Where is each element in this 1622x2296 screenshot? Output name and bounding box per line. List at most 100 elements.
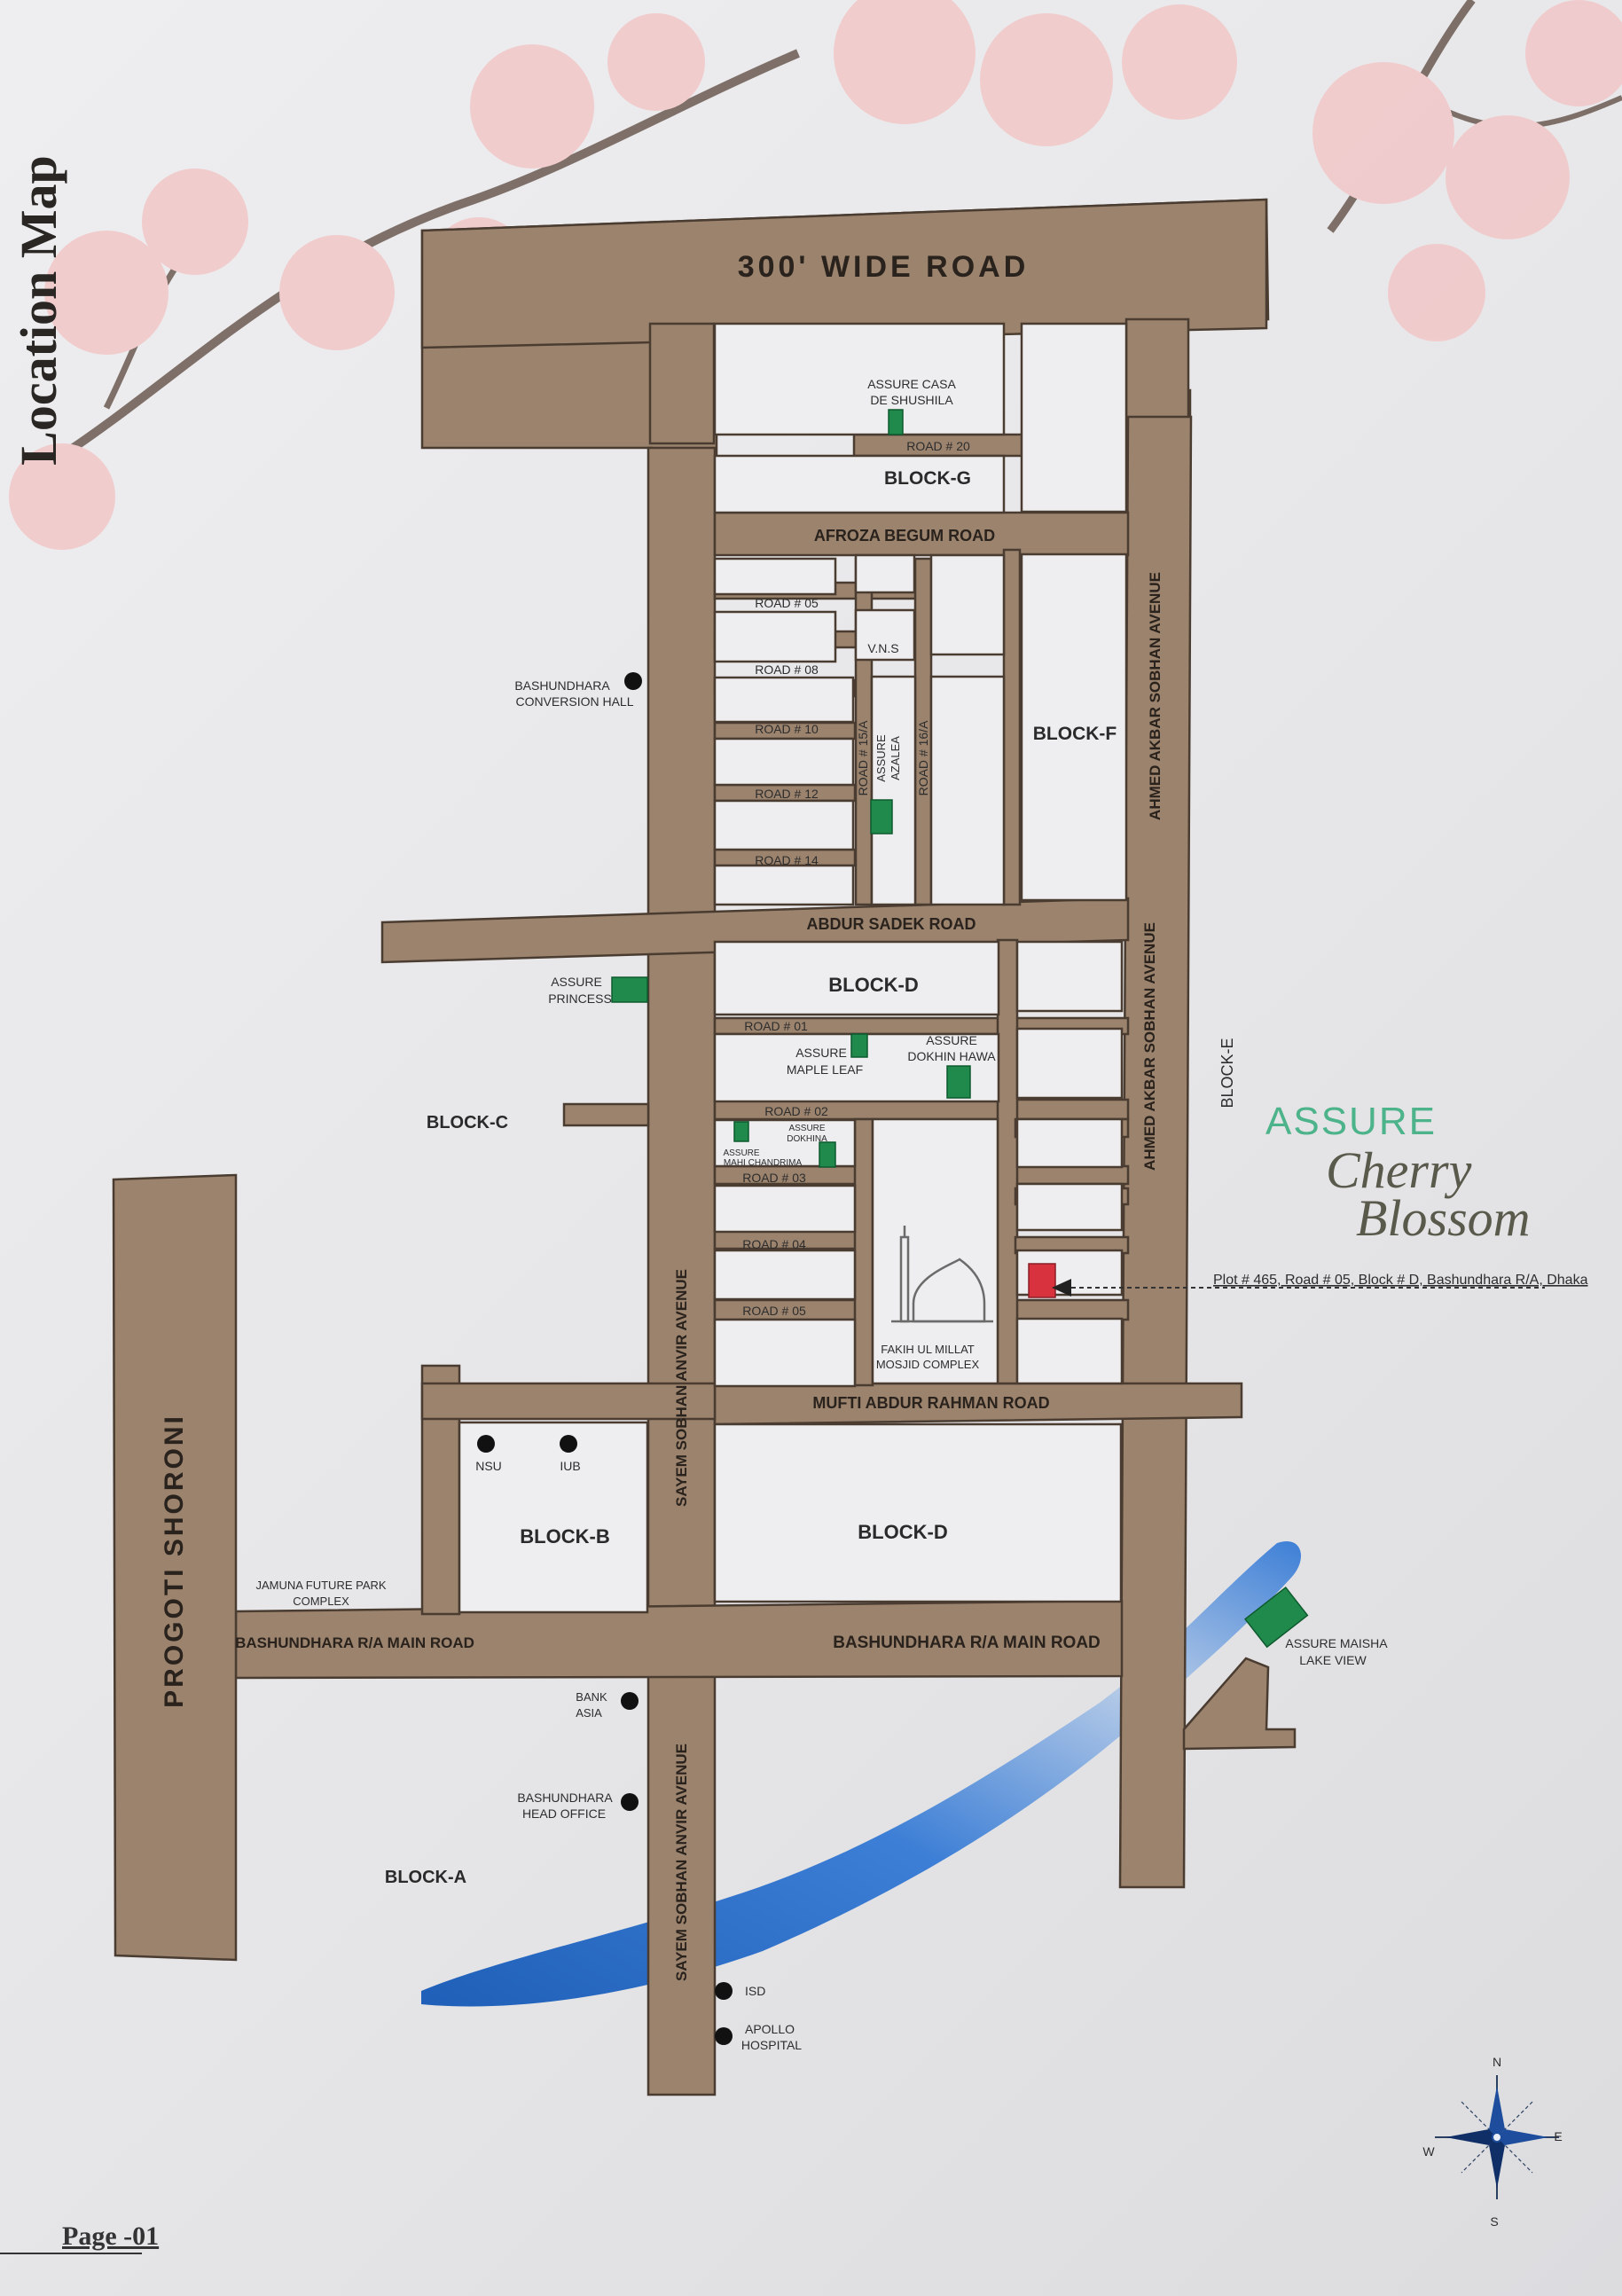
marker-maple-leaf [850, 1033, 868, 1058]
road05-d-label: ROAD # 05 [742, 1304, 806, 1318]
wide-road-label: 300' WIDE ROAD [738, 250, 1030, 284]
princess-label-1: ASSURE [551, 975, 602, 989]
block-b-label: BLOCK-B [520, 1525, 609, 1548]
block-g-label: BLOCK-G [884, 468, 971, 489]
dot-head-office [621, 1793, 639, 1811]
progoti-shoroni [112, 1173, 238, 1962]
road02-label: ROAD # 02 [764, 1104, 828, 1118]
road-network [112, 198, 1297, 2096]
block-d-top-label: BLOCK-D [828, 974, 918, 996]
plot-address-note: Plot # 465, Road # 05, Block # D, Bashun… [1213, 1273, 1588, 1288]
afroza-road-label: AFROZA BEGUM ROAD [814, 527, 995, 545]
dot-apollo [715, 2027, 733, 2045]
apollo-label-2: HOSPITAL [741, 2038, 802, 2052]
mahi-label-2: MAHI CHANDRIMA [724, 1158, 803, 1168]
road15a-label: ROAD # 15/A [856, 720, 870, 795]
maisha-label-1: ASSURE MAISHA [1285, 1636, 1388, 1650]
bank-asia-label-1: BANK [576, 1690, 607, 1704]
road01-label: ROAD # 01 [744, 1019, 808, 1033]
head-office-label-1: BASHUNDHARA [517, 1791, 613, 1805]
road04-label: ROAD # 04 [742, 1237, 806, 1251]
dot-bank-asia [621, 1692, 639, 1710]
road08-label: ROAD # 08 [755, 662, 819, 677]
casa-label-1: ASSURE CASA [867, 377, 956, 391]
bank-asia-label-2: ASIA [576, 1706, 602, 1720]
road20-label: ROAD # 20 [906, 439, 970, 453]
conversion-hall-label-2: CONVERSION HALL [515, 694, 633, 709]
project-markers [611, 409, 1309, 1649]
block-c-label: BLOCK-C [427, 1113, 508, 1132]
brand-blossom: Blossom [1356, 1189, 1531, 1247]
vns-label: V.N.S [867, 641, 898, 655]
block-f-label: BLOCK-F [1033, 724, 1117, 744]
pointer-arrow-icon [1052, 1279, 1071, 1297]
brand-cherry: Cherry [1326, 1141, 1472, 1199]
mosque-icon [891, 1226, 993, 1323]
compass-e: E [1554, 2129, 1562, 2143]
jamuna-label-2: COMPLEX [293, 1595, 349, 1608]
road05-f-label: ROAD # 05 [755, 596, 819, 610]
marker-azalea [870, 799, 893, 835]
mufti-road-label: MUFTI ABDUR RAHMAN ROAD [812, 1394, 1049, 1412]
marker-casa-de-shushila [888, 409, 904, 435]
target-plot-marker [1028, 1263, 1056, 1298]
marker-mahi-chandrima [733, 1121, 749, 1142]
sayem-avenue-label-upper: SAYEM SOBHAN ANVIR AVENUE [673, 1269, 690, 1507]
isd-label: ISD [745, 1984, 765, 1998]
block-d-bottom-label: BLOCK-D [858, 1521, 947, 1543]
mosjid-label-1: FAKIH UL MILLAT [881, 1343, 975, 1356]
ahmed-avenue-label-lower: AHMED AKBAR SOBHAN AVENUE [1141, 922, 1158, 1171]
apollo-label-1: APOLLO [745, 2022, 795, 2036]
dokhina-label-2: DOKHINA [787, 1134, 827, 1144]
maple-label-1: ASSURE [795, 1046, 847, 1060]
marker-dokhina [819, 1141, 836, 1168]
azalea-label-2: AZALEA [889, 736, 902, 780]
marker-dokhin-hawa [946, 1065, 971, 1099]
main-road-label-left: BASHUNDHARA R/A MAIN ROAD [235, 1634, 474, 1651]
progoti-shoroni-label: PROGOTI SHORONI [160, 1414, 189, 1708]
maisha-label-2: LAKE VIEW [1299, 1653, 1367, 1667]
abdur-sadek-road-label: ABDUR SADEK ROAD [806, 915, 976, 933]
head-office-label-2: HEAD OFFICE [522, 1806, 606, 1821]
sayem-avenue-label-lower: SAYEM SOBHAN ANVIR AVENUE [673, 1744, 690, 1981]
casa-label-2: DE SHUSHILA [870, 393, 953, 407]
nsu-label: NSU [475, 1459, 502, 1473]
main-road-label-right: BASHUNDHARA R/A MAIN ROAD [833, 1634, 1101, 1652]
princess-label-2: PRINCESS [548, 991, 612, 1006]
page-title: Location Map [10, 155, 67, 466]
road03-label: ROAD # 03 [742, 1171, 806, 1185]
landmark-dots [477, 672, 733, 2045]
page-number: Page -01 [62, 2222, 160, 2251]
jamuna-label-1: JAMUNA FUTURE PARK [255, 1579, 386, 1592]
iub-label: IUB [560, 1459, 580, 1473]
road16a-label: ROAD # 16/A [916, 720, 930, 795]
brand-logo: ASSURE Cherry Blossom [1264, 1100, 1565, 1250]
azalea-label-1: ASSURE [874, 734, 888, 782]
road14-label: ROAD # 14 [755, 853, 819, 867]
dot-isd [715, 1982, 733, 2000]
dot-iub [560, 1435, 577, 1453]
compass-s: S [1490, 2214, 1498, 2229]
dokhin-label-2: DOKHIN HAWA [907, 1049, 996, 1063]
marker-princess [611, 976, 648, 1003]
conversion-hall-label-1: BASHUNDHARA [514, 678, 610, 693]
marker-maisha-lake-view [1243, 1586, 1309, 1649]
dot-conversion-hall [624, 672, 642, 690]
compass-n: N [1493, 2055, 1501, 2069]
block-e-label: BLOCK-E [1218, 1038, 1236, 1108]
compass-w: W [1422, 2144, 1435, 2159]
dokhin-label-1: ASSURE [926, 1033, 977, 1047]
road12-label: ROAD # 12 [755, 787, 819, 801]
road10-label: ROAD # 10 [755, 722, 819, 736]
dokhina-label-1: ASSURE [788, 1124, 825, 1133]
block-a-label: BLOCK-A [385, 1868, 466, 1887]
dot-nsu [477, 1435, 495, 1453]
ahmed-avenue-label-upper: AHMED AKBAR SOBHAN AVENUE [1147, 572, 1164, 820]
compass-rose-icon [1435, 2075, 1559, 2199]
mosjid-label-2: MOSJID COMPLEX [876, 1358, 980, 1371]
brand-assure: ASSURE [1265, 1100, 1437, 1143]
maple-label-2: MAPLE LEAF [787, 1062, 863, 1077]
mahi-label-1: ASSURE [723, 1148, 759, 1158]
